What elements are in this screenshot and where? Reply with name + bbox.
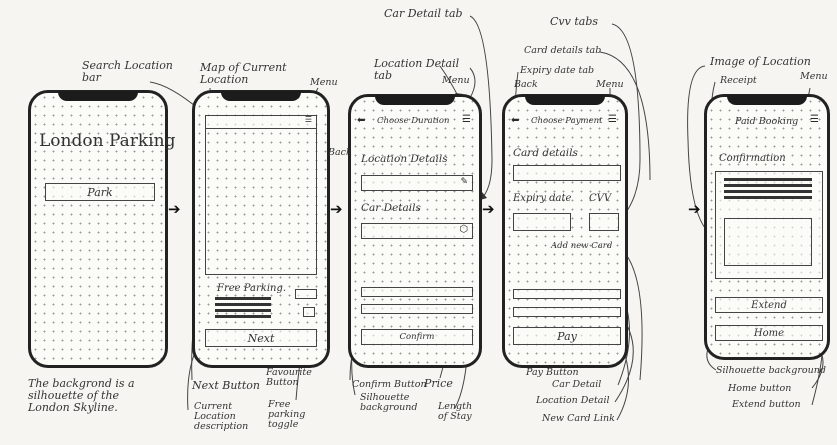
- current-location-note: Current Location description: [194, 401, 249, 432]
- length-of-stay-field[interactable]: [361, 304, 473, 314]
- card-details-label: Card details: [513, 147, 578, 159]
- confirm-button[interactable]: Confirm: [361, 329, 473, 345]
- expiry-date-tab[interactable]: [513, 213, 571, 231]
- receipt-panel: [715, 171, 823, 279]
- location-description: [215, 297, 271, 318]
- phone-notch: [375, 95, 455, 105]
- silhouette-background-note-1: Silhouette background: [360, 392, 418, 413]
- screen-header: Choose Payment: [531, 116, 603, 126]
- location-detail-note: Location Detail: [536, 395, 610, 406]
- new-card-link-note: New Card Link: [542, 413, 615, 424]
- cvv-label: CVV: [589, 193, 612, 204]
- next-button-note: Next Button: [192, 379, 260, 392]
- confirm-button-note: Confirm Button: [352, 379, 427, 390]
- menu-note-2: Menu: [442, 75, 470, 86]
- edit-icon[interactable]: ✎: [460, 177, 468, 187]
- flow-arrow-4: ➔: [688, 200, 701, 218]
- home-screen-wireframe: London Parking Park: [28, 90, 175, 368]
- cvv-tabs-note: Cvv tabs: [550, 15, 599, 28]
- car-detail-tab-note: Car Detail tab: [384, 7, 463, 20]
- car-detail-field: [513, 307, 621, 317]
- free-parking-label: Free Parking.: [217, 283, 287, 294]
- park-button-label: Park: [87, 185, 113, 199]
- extend-button[interactable]: Extend: [715, 297, 823, 313]
- favourite-button-note: Favourite Button: [266, 367, 312, 388]
- flow-arrow-2: ➔: [330, 200, 343, 218]
- menu-icon[interactable]: ☰: [462, 114, 471, 125]
- home-button-note: Home button: [728, 383, 792, 394]
- phone-notch: [58, 91, 138, 101]
- silhouette-background-note-2: Silhouette background: [716, 365, 826, 376]
- screen-header: Paid Booking: [735, 116, 799, 127]
- location-detail-tab[interactable]: ✎: [361, 175, 473, 191]
- expiry-date-label: Expiry date: [513, 193, 572, 204]
- favourite-button[interactable]: [295, 289, 317, 299]
- pay-button[interactable]: Pay: [513, 327, 621, 345]
- map-screen-wireframe: ☰ Free Parking. Next: [192, 90, 330, 368]
- confirm-button-label: Confirm: [399, 332, 435, 342]
- app-title: London Parking: [39, 131, 176, 151]
- back-note-1: Back: [328, 147, 352, 158]
- flow-arrow-1: ➔: [168, 200, 181, 218]
- booking-screen-wireframe: Paid Booking ☰ Confirmation Extend Home: [704, 94, 830, 360]
- image-of-location-note: Image of Location: [710, 55, 811, 68]
- map-current-location-note: Map of Current Location: [200, 61, 287, 86]
- pay-button-note: Pay Button: [526, 367, 579, 378]
- extend-button-note: Extend button: [732, 399, 801, 410]
- car-detail-tab[interactable]: ⬡: [361, 223, 473, 239]
- menu-note-3: Menu: [596, 79, 624, 90]
- pay-button-label: Pay: [557, 329, 577, 343]
- location-details-label: Location Details: [361, 153, 448, 165]
- extend-button-label: Extend: [751, 299, 787, 311]
- next-button-label: Next: [247, 331, 275, 345]
- free-parking-toggle[interactable]: [303, 307, 315, 317]
- phone-notch: [727, 95, 807, 105]
- car-details-label: Car Details: [361, 202, 421, 214]
- add-new-card-link[interactable]: Add new Card: [551, 241, 613, 251]
- payment-screen-wireframe: ⬅ Choose Payment ☰ Card details Expiry d…: [502, 94, 628, 368]
- back-arrow-icon[interactable]: ⬅: [511, 115, 520, 126]
- card-details-tab-note: Card details tab: [524, 45, 602, 56]
- cvv-tab[interactable]: [589, 213, 619, 231]
- car-detail-note: Car Detail: [552, 379, 602, 390]
- home-button[interactable]: Home: [715, 325, 823, 341]
- back-note-2: Back: [514, 79, 538, 90]
- screen-header: Choose Duration: [377, 116, 450, 126]
- back-arrow-icon[interactable]: ⬅: [357, 115, 366, 126]
- next-button[interactable]: Next: [205, 329, 317, 347]
- home-button-label: Home: [753, 327, 785, 339]
- flow-arrow-3: ➔: [482, 200, 495, 218]
- car-icon[interactable]: ⬡: [459, 224, 468, 235]
- menu-icon[interactable]: ☰: [608, 114, 617, 125]
- card-details-tab[interactable]: [513, 165, 621, 181]
- phone-notch: [221, 91, 301, 101]
- background-note: The backgrond is a silhouette of the Lon…: [28, 377, 135, 414]
- length-of-stay-note: Length of Stay: [438, 401, 473, 422]
- menu-note-1: Menu: [310, 77, 338, 88]
- location-detail-tab-note: Location Detail tab: [374, 57, 460, 82]
- menu-icon[interactable]: ☰: [304, 115, 312, 124]
- menu-icon[interactable]: ☰: [810, 114, 819, 125]
- park-button[interactable]: Park: [45, 183, 155, 201]
- receipt-note: Receipt: [720, 75, 757, 86]
- expiry-date-tab-note: Expiry date tab: [520, 65, 595, 76]
- location-image: [724, 218, 812, 266]
- menu-note-4: Menu: [800, 71, 828, 82]
- location-detail-field: [513, 289, 621, 299]
- price-note: Price: [424, 377, 453, 390]
- map-area[interactable]: [205, 115, 317, 275]
- phone-notch: [525, 95, 605, 105]
- search-location-bar-note: Search Location bar: [82, 59, 173, 84]
- free-parking-toggle-note: Free parking toggle: [268, 399, 306, 430]
- price-field: [361, 287, 473, 297]
- confirmation-label: Confirmation: [719, 153, 786, 164]
- duration-screen-wireframe: ⬅ Choose Duration ☰ Location Details ✎ C…: [348, 94, 482, 368]
